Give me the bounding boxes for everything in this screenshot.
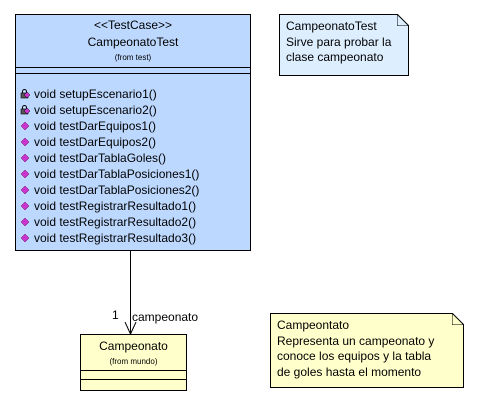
- note-line: Sirve para probar la: [286, 34, 392, 49]
- lock-diamond-icon: [20, 105, 31, 115]
- note-fold-icon: [397, 14, 409, 26]
- attributes-divider: [16, 67, 250, 68]
- class-package: (from mundo): [109, 357, 158, 366]
- note-fold-icon: [452, 313, 464, 325]
- operation-label: void testDarTablaGoles(): [34, 151, 167, 165]
- diamond-icon: [20, 153, 30, 163]
- class-name: Campeonato: [99, 339, 168, 353]
- class-stereotype: <<TestCase>>: [93, 18, 173, 32]
- diamond-icon: [20, 169, 30, 179]
- class-campeonato[interactable]: Campeonato (from mundo): [80, 334, 187, 391]
- operation-label: void testRegistrarResultado3(): [34, 231, 197, 245]
- operation-label: void setupEscenario2(): [34, 103, 157, 117]
- operation-row[interactable]: void setupEscenario2(): [20, 102, 199, 118]
- diamond-icon: [20, 201, 30, 211]
- class-name: CampeonatoTest: [87, 35, 179, 49]
- class-package: (from test): [114, 53, 152, 62]
- diamond-icon: [20, 185, 30, 195]
- operation-label: void testDarEquipos2(): [34, 135, 157, 149]
- attributes-divider: [81, 370, 186, 371]
- operations-divider: [81, 379, 186, 380]
- operation-label: void testDarTablaPosiciones2(): [34, 183, 200, 197]
- class-campeonatotest[interactable]: <<TestCase>> CampeonatoTest (from test) …: [15, 14, 251, 251]
- operation-row[interactable]: void testDarTablaPosiciones2(): [20, 182, 199, 198]
- operation-row[interactable]: void testDarEquipos2(): [20, 134, 199, 150]
- operation-label: void testRegistrarResultado1(): [34, 199, 197, 213]
- diamond-icon: [20, 233, 30, 243]
- association-role: campeonato: [132, 310, 199, 324]
- operation-label: void setupEscenario1(): [34, 87, 157, 101]
- note-line: de goles hasta el momento: [277, 364, 422, 379]
- association-line: [130, 251, 131, 334]
- note-line: CampeonatoTest: [286, 19, 377, 33]
- note-line: Campeontato: [277, 318, 350, 332]
- diamond-icon: [20, 217, 30, 227]
- operation-label: void testDarTablaPosiciones1(): [34, 167, 200, 181]
- operations-divider: [16, 73, 250, 74]
- operation-label: void testRegistrarResultado2(): [34, 215, 197, 229]
- diamond-icon: [20, 121, 30, 131]
- operation-row[interactable]: void testDarTablaGoles(): [20, 150, 199, 166]
- operation-row[interactable]: void testRegistrarResultado1(): [20, 198, 199, 214]
- operation-row[interactable]: void setupEscenario1(): [20, 86, 199, 102]
- operation-row[interactable]: void testRegistrarResultado2(): [20, 214, 199, 230]
- note-line: clase campeonato: [286, 50, 384, 64]
- operation-label: void testDarEquipos1(): [34, 119, 157, 133]
- lock-diamond-icon: [20, 89, 31, 99]
- operation-row[interactable]: void testDarTablaPosiciones1(): [20, 166, 199, 182]
- note-line: Representa un campeonato y: [277, 333, 435, 348]
- diamond-icon: [20, 137, 30, 147]
- operation-row[interactable]: void testRegistrarResultado3(): [20, 230, 199, 246]
- note-line: conoce los equipos y la tabla: [277, 349, 432, 363]
- association-multiplicity: 1: [112, 308, 119, 322]
- operation-row[interactable]: void testDarEquipos1(): [20, 118, 199, 134]
- operations-list: void setupEscenario1() void setupEscenari…: [20, 86, 199, 246]
